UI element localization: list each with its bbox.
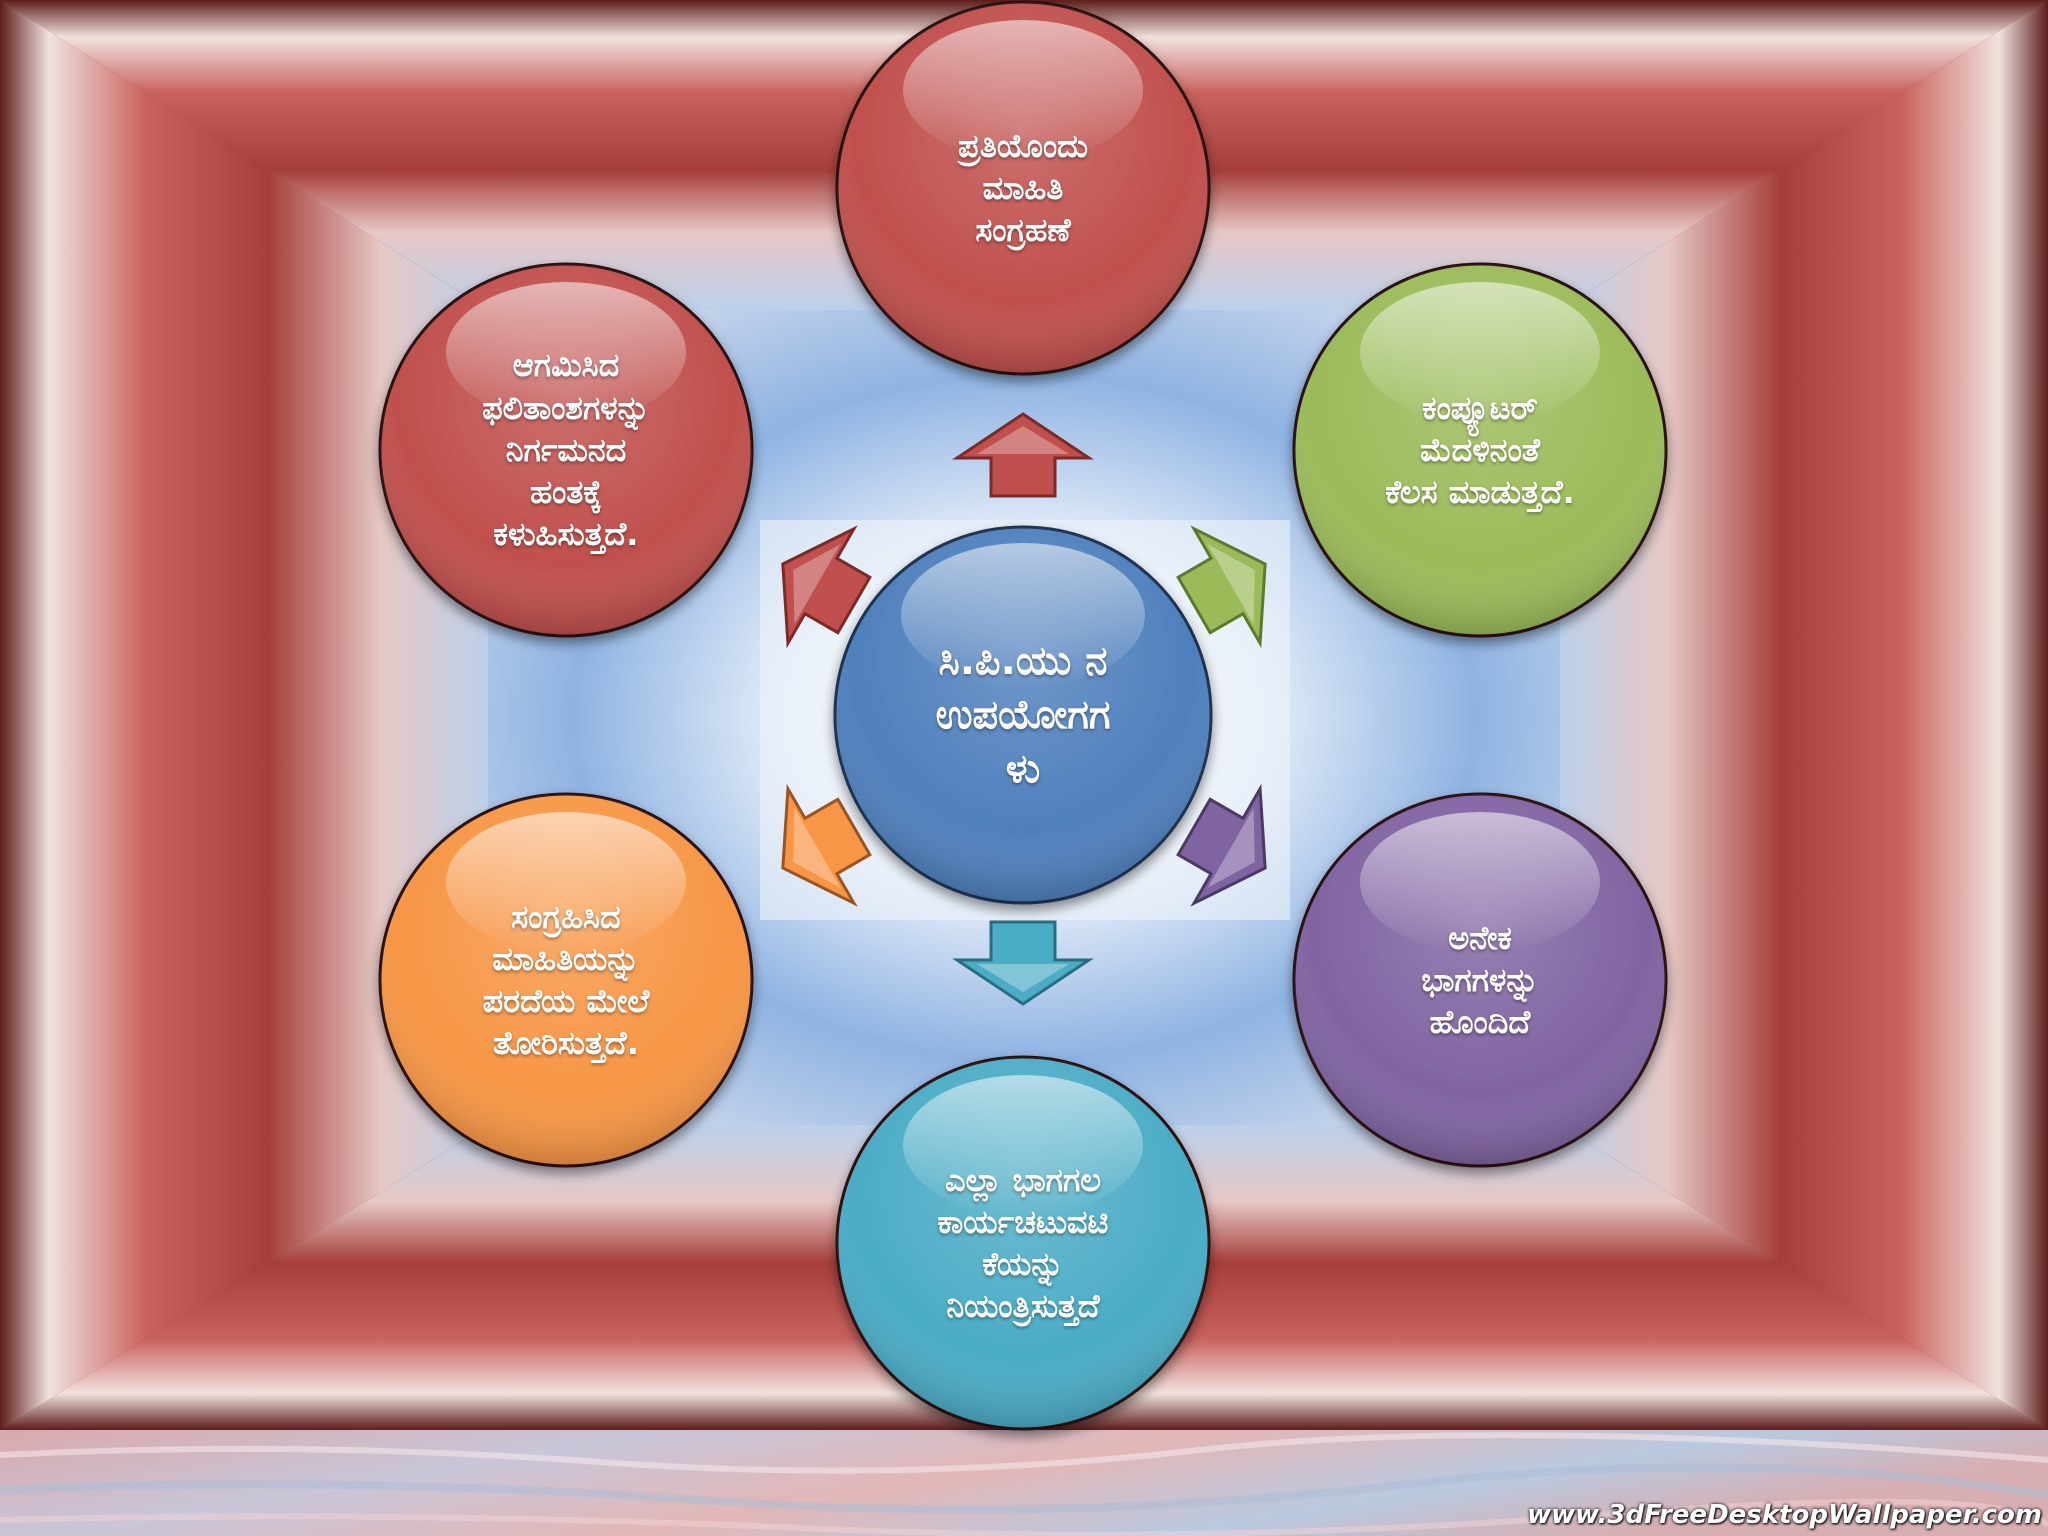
node-line: ಪರದೆಯ ಮೇಲೆ: [482, 982, 650, 1020]
arrow-upper-right-icon: [1176, 525, 1267, 649]
node-line: ಎಲ್ಲಾ ಭಾಗಗಲ: [944, 1160, 1102, 1199]
node-line: ಪ್ರತಿಯೊಂದು: [957, 126, 1089, 165]
node-text-upper-left: ಆಗಮಿಸಿದ ಫಲಿತಾಂಶಗಳನ್ನು ನಿರ್ಗಮನದ ಹಂತಕ್ಕೆ ಕ…: [416, 305, 716, 595]
arrow-down-icon: [952, 920, 1094, 1006]
node-line: ಹೊಂದಿದೆ: [1429, 1003, 1531, 1042]
node-line: ನಿಯಂತ್ರಿಸುತ್ತದೆ: [946, 1287, 1100, 1326]
node-line: ಸಂಗ್ರಹಿಸಿದ: [511, 897, 621, 936]
arrow-lower-left-icon: [781, 783, 872, 907]
node-line: ಕಂಪ್ಯೂಟರ್: [1422, 388, 1538, 427]
bubble-upper-right: [1292, 262, 1668, 638]
node-line: ಹಂತಕ್ಕೆ: [529, 473, 603, 512]
arrows: [781, 412, 1267, 1006]
node-line: ಆಗಮಿಸಿದ: [512, 346, 620, 385]
bubble-lower-right: [1292, 792, 1668, 1168]
arrow-lower-right-icon: [1176, 783, 1267, 907]
center-title: ಸಿ.ಪಿ.ಯು ನ ಉಪಯೋಗಗ ಳು: [863, 575, 1183, 855]
node-text-lower-left: ಸಂಗ್ರಹಿಸಿದ ಮಾಹಿತಿಯನ್ನು ಪರದೆಯ ಮೇಲೆ ತೋರಿಸು…: [416, 840, 716, 1120]
node-line: ಅನೇಕ: [1448, 918, 1512, 957]
node-line: ಕೆಲಸ ಮಾಡುತ್ತದೆ.: [1385, 473, 1575, 512]
arrow-upper-left-icon: [781, 525, 872, 649]
bubble-bottom: [835, 1055, 1211, 1431]
node-line: ಮೆದಳಿನಂತೆ: [1419, 430, 1541, 469]
node-line: ತೋರಿಸುತ್ತದೆ.: [493, 1024, 639, 1063]
bubble-upper-left: [378, 262, 754, 638]
node-text-top: ಪ್ರತಿಯೊಂದು ಮಾಹಿತಿ ಸಂಗ್ರಹಣೆ: [873, 58, 1173, 318]
watermark-text: www.3dFreeDesktopWallpaper.com: [1527, 1500, 2042, 1530]
floor-strip: [0, 1430, 2048, 1536]
bubble-lower-left: [378, 792, 754, 1168]
node-line: ನಿರ್ಗಮನದ: [505, 430, 627, 469]
node-line: ಸಂಗ್ರಹಣೆ: [975, 211, 1071, 250]
node-text-bottom: ಎಲ್ಲಾ ಭಾಗಗಲ ಕಾರ್ಯಚಟುವಟಿ ಕೆಯನ್ನು ನಿಯಂತ್ರಿ…: [873, 1103, 1173, 1383]
node-line: ಕೆಯನ್ನು: [982, 1245, 1064, 1283]
arrow-up-icon: [952, 412, 1094, 498]
node-text-upper-right: ಕಂಪ್ಯೂಟರ್ ಮೆದಳಿನಂತೆ ಕೆಲಸ ಮಾಡುತ್ತದೆ.: [1330, 320, 1630, 580]
center-line: ಉಪಯೋಗಗ: [935, 692, 1111, 738]
node-line: ಕಾರ್ಯಚಟುವಟಿ: [937, 1202, 1109, 1241]
bubble-top: [835, 0, 1211, 376]
node-line: ಮಾಹಿತಿಯನ್ನು: [492, 939, 640, 978]
node-line: ಮಾಹಿತಿ: [982, 168, 1064, 207]
bubble-center: [833, 525, 1213, 905]
node-line: ಭಾಗಗಳನ್ನು: [1421, 960, 1539, 999]
center-line: ಳು: [1005, 746, 1041, 792]
node-line: ಕಳುಹಿಸುತ್ತದೆ.: [493, 515, 639, 554]
node-text-lower-right: ಅನೇಕ ಭಾಗಗಳನ್ನು ಹೊಂದಿದೆ: [1330, 850, 1630, 1110]
center-line: ಸಿ.ಪಿ.ಯು ನ: [938, 638, 1108, 684]
node-line: ಫಲಿತಾಂಶಗಳನ್ನು: [482, 388, 650, 427]
